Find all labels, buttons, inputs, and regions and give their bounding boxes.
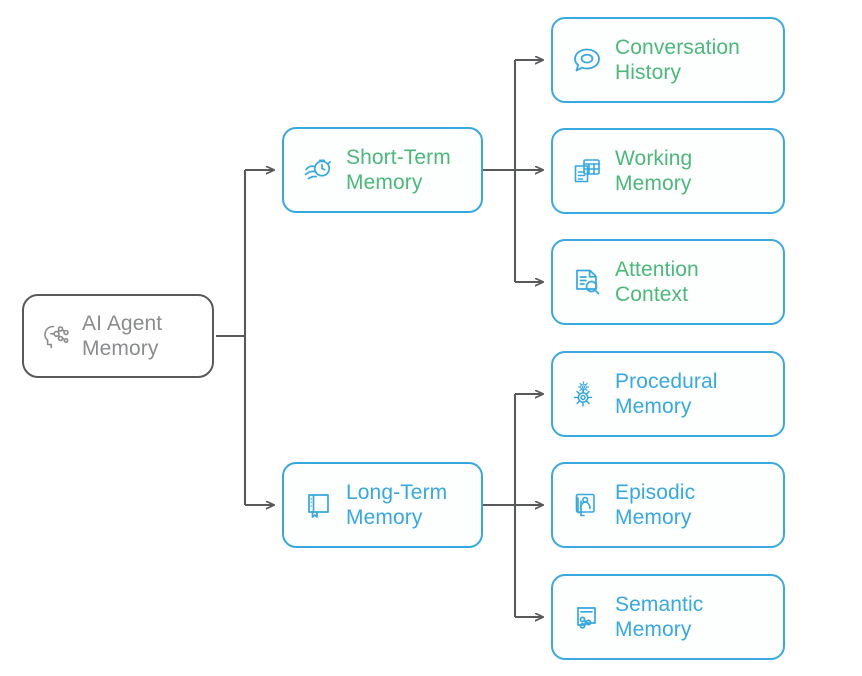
node-label: Procedural Memory: [615, 370, 718, 418]
node-label: Episodic Memory: [615, 481, 696, 529]
node-attention-context[interactable]: Attention Context: [551, 239, 785, 325]
node-label: Working Memory: [615, 147, 693, 195]
node-label: Conversation History: [615, 36, 740, 84]
node-label: AI Agent Memory: [82, 312, 163, 360]
node-working-memory[interactable]: Working Memory: [551, 128, 785, 214]
node-procedural-memory[interactable]: Procedural Memory: [551, 351, 785, 437]
node-label: Semantic Memory: [615, 593, 704, 641]
document-search-icon: [567, 262, 607, 302]
gears-icon: [567, 374, 607, 414]
node-label: Long-Term Memory: [346, 481, 448, 529]
node-ai-agent-memory[interactable]: AI Agent Memory: [22, 294, 214, 378]
ai-brain-circuit-icon: [38, 317, 76, 355]
node-semantic-memory[interactable]: Semantic Memory: [551, 574, 785, 660]
node-label: Short-Term Memory: [346, 146, 451, 194]
knowledge-graph-card-icon: [567, 597, 607, 637]
node-conversation-history[interactable]: Conversation History: [551, 17, 785, 103]
node-label: Attention Context: [615, 258, 699, 306]
spreadsheet-document-icon: [567, 151, 607, 191]
speech-bubble-icon: [567, 40, 607, 80]
book-icon: [298, 485, 338, 525]
node-episodic-memory[interactable]: Episodic Memory: [551, 462, 785, 548]
node-long-term-memory[interactable]: Long-Term Memory: [282, 462, 483, 548]
stopwatch-hand-icon: [298, 150, 338, 190]
node-short-term-memory[interactable]: Short-Term Memory: [282, 127, 483, 213]
photo-stack-icon: [567, 485, 607, 525]
